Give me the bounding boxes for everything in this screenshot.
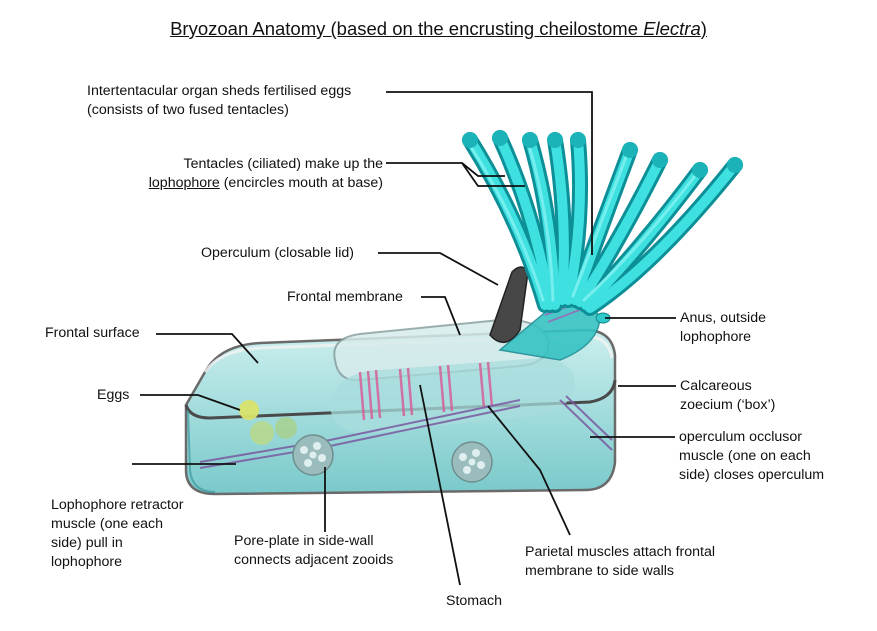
label-stomach: Stomach	[446, 593, 502, 609]
label-line: lophophore (encircles mouth at base)	[100, 174, 383, 193]
title-suffix: )	[700, 18, 707, 39]
lophophore-term: lophophore	[148, 175, 220, 191]
label-line-rest: (encircles mouth at base)	[219, 175, 383, 191]
label-line: membrane to side walls	[525, 563, 675, 579]
label-tentacles: Tentacles (ciliated) make up the lophoph…	[100, 155, 383, 193]
title-genus: Electra	[643, 18, 701, 39]
label-line: muscle (one on each	[679, 448, 811, 464]
label-anus: Anus, outside lophophore	[680, 309, 766, 347]
lophophore-tentacles	[462, 130, 743, 316]
title-prefix: Bryozoan Anatomy (based on the encrustin…	[170, 18, 644, 39]
label-parietal-muscles: Parietal muscles attach frontal membrane…	[525, 543, 715, 581]
label-lophophore-retractor-muscle: Lophophore retractor muscle (one each si…	[51, 496, 184, 572]
label-line: Pore-plate in side-wall	[234, 533, 374, 549]
label-line: lophophore	[680, 329, 751, 345]
label-line: Calcareous	[680, 378, 752, 394]
label-frontal-surface: Frontal surface	[45, 325, 140, 341]
label-line: Anus, outside	[680, 310, 766, 326]
label-frontal-membrane: Frontal membrane	[287, 289, 403, 305]
diagram-title: Bryozoan Anatomy (based on the encrustin…	[0, 18, 877, 40]
label-intertentacular-organ: Intertentacular organ sheds fertilised e…	[87, 82, 351, 120]
pore-plates	[292, 434, 493, 483]
eggs	[239, 400, 297, 445]
label-line: side) pull in	[51, 535, 123, 551]
polypide	[330, 299, 601, 434]
label-operculum: Operculum (closable lid)	[201, 245, 354, 261]
leader-lines	[132, 91, 676, 586]
label-line: Tentacles (ciliated) make up the	[183, 156, 383, 172]
label-operculum-occlusor-muscle: operculum occlusor muscle (one on each s…	[679, 428, 824, 485]
label-line: Lophophore retractor	[51, 497, 184, 513]
label-line: connects adjacent zooids	[234, 552, 394, 568]
label-line: side) closes operculum	[679, 467, 825, 483]
label-line: muscle (one each	[51, 516, 163, 532]
label-line: Parietal muscles attach frontal	[525, 544, 716, 560]
label-line: lophophore	[51, 554, 122, 570]
label-eggs: Eggs	[97, 387, 130, 403]
label-line: operculum occlusor	[679, 429, 803, 445]
label-line: (consists of two fused tentacles)	[87, 102, 289, 118]
label-line: Intertentacular organ sheds fertilised e…	[87, 83, 352, 99]
label-pore-plate: Pore-plate in side-wall connects adjacen…	[234, 532, 393, 570]
label-calcareous-zoecium: Calcareous zoecium (‘box’)	[680, 377, 775, 415]
label-line: zoecium (‘box’)	[680, 397, 776, 413]
